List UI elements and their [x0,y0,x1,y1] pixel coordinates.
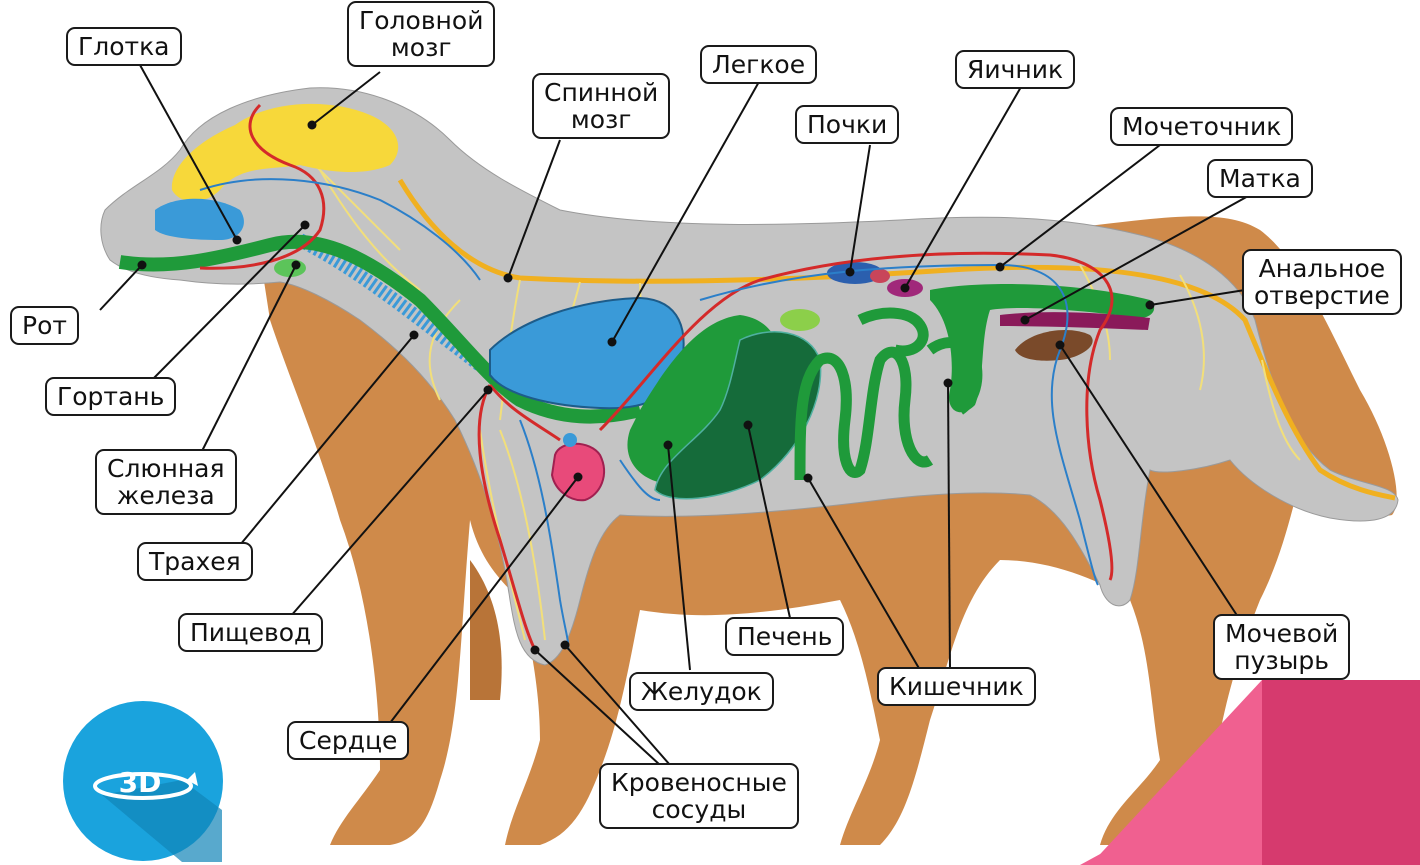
label-pharynx: Глотка [66,27,182,66]
spleen-shape [780,309,820,331]
label-trachea: Трахея [137,542,253,581]
label-kidneys: Почки [795,105,899,144]
label-larynx: Гортань [45,377,176,416]
label-stomach: Желудок [629,672,774,711]
salivary-gland-shape [274,259,306,277]
label-mouth: Рот [10,306,79,345]
label-heart: Сердце [287,721,409,760]
label-anus: Анальное отверстие [1242,249,1402,315]
badge-text: 3D [119,766,162,799]
kidney-right-shape [870,269,890,283]
label-salivary-gland: Слюнная железа [95,449,237,515]
aorta-top-shape [563,433,577,447]
label-brain: Головной мозг [347,1,495,67]
corner-decoration [1080,680,1420,865]
label-ureter: Мочеточник [1110,107,1293,146]
rotate-3d-icon[interactable]: 3D [62,700,224,862]
label-liver: Печень [725,617,844,656]
label-bladder: Мочевой пузырь [1213,614,1350,680]
label-spinal-cord: Спинной мозг [532,73,670,139]
label-intestine: Кишечник [877,667,1036,706]
label-ovary: Яичник [955,50,1075,89]
label-vessels: Кровеносные сосуды [599,763,799,829]
label-lung: Легкое [700,45,817,84]
label-uterus: Матка [1207,159,1313,198]
label-esophagus: Пищевод [178,613,323,652]
